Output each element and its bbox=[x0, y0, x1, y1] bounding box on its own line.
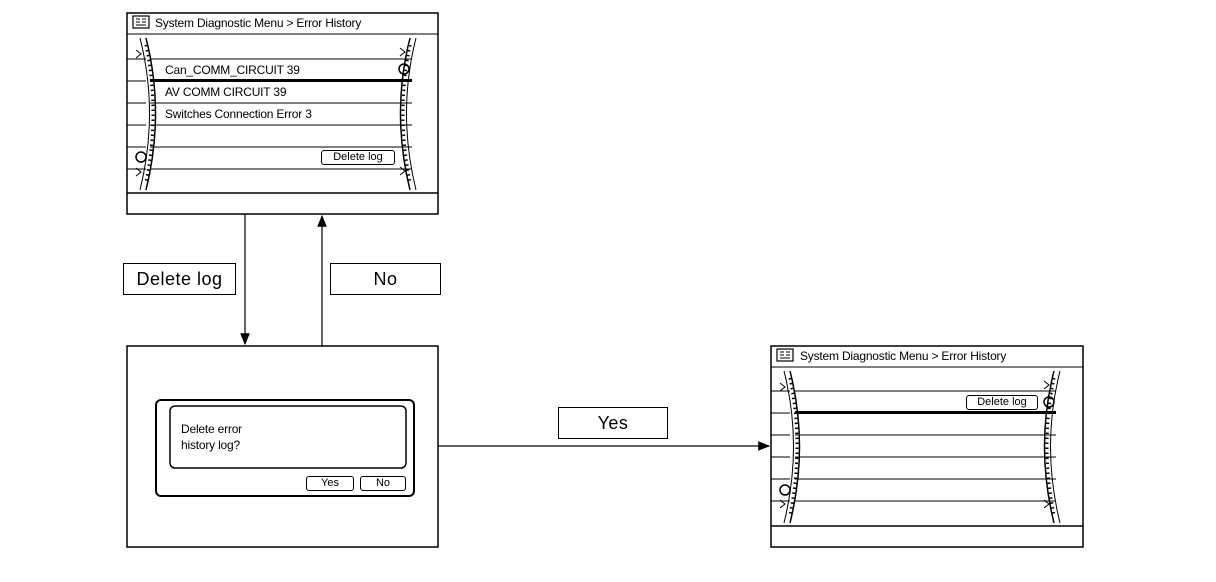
dialog-message-line2: history log? bbox=[181, 438, 240, 452]
delete-log-button[interactable]: Delete log bbox=[966, 395, 1038, 410]
transition-label-no: No bbox=[330, 263, 441, 295]
list-item[interactable]: Can_COMM_CIRCUIT 39 bbox=[165, 63, 300, 77]
list-item[interactable]: AV COMM CIRCUIT 39 bbox=[165, 85, 287, 99]
selected-row-highlight bbox=[795, 411, 1056, 414]
transition-label-delete-log: Delete log bbox=[123, 263, 236, 295]
dialog-message-line1: Delete error bbox=[181, 422, 242, 436]
screen-title: System Diagnostic Menu > Error History bbox=[800, 349, 1007, 363]
yes-button[interactable]: Yes bbox=[306, 476, 354, 491]
selected-row-highlight bbox=[150, 79, 412, 82]
no-button[interactable]: No bbox=[360, 476, 406, 491]
delete-log-button[interactable]: Delete log bbox=[321, 150, 395, 165]
screen-title: System Diagnostic Menu > Error History bbox=[155, 16, 362, 30]
transition-label-yes: Yes bbox=[558, 407, 668, 439]
list-item[interactable]: Switches Connection Error 3 bbox=[165, 107, 312, 121]
